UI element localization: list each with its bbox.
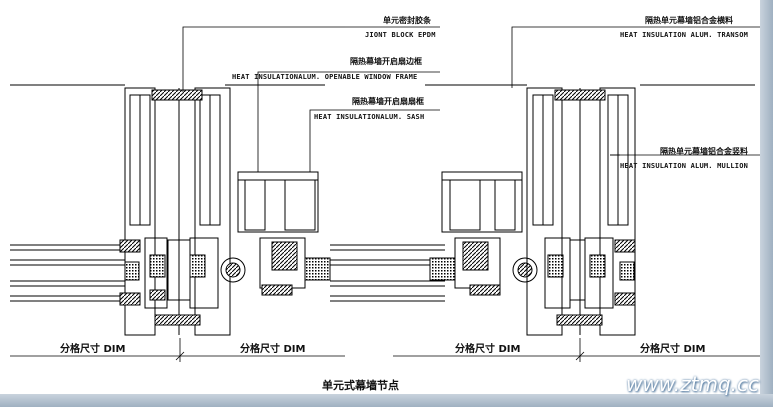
window-frame-right: [441, 171, 523, 233]
right-glass-pane: [330, 244, 445, 302]
left-mullion: [124, 87, 168, 336]
dimension-label-1: 分格尺寸 DIM: [60, 344, 126, 355]
sash: [220, 237, 331, 296]
frame-border-right: [760, 0, 773, 407]
label-opening-frame-en: HEAT INSULATIONALUM. OPENABLE WINDOW FRA…: [232, 73, 418, 81]
transom-right: [526, 87, 636, 336]
label-sash-en: HEAT INSULATIONALUM. SASH: [314, 113, 425, 121]
sash-right: [429, 237, 538, 296]
leader-lines: [182, 26, 760, 172]
dimension-lines: [10, 338, 760, 362]
label-sealing-block-cn: 单元密封胶条: [383, 16, 431, 25]
label-transom-en: HEAT INSULATION ALUM. TRANSOM: [620, 31, 749, 39]
label-sash-cn: 隔热幕墙开启扇扇框: [352, 97, 424, 106]
frame-border-bottom: [0, 394, 773, 407]
label-opening-frame-cn: 隔热幕墙开启扇边框: [350, 57, 422, 66]
dimension-label-3: 分格尺寸 DIM: [455, 344, 521, 355]
drawing-caption: 单元式幕墙节点: [322, 379, 399, 392]
right-mullion: [189, 87, 231, 336]
label-sealing-block-en: JIONT BLOCK EPDM: [365, 31, 436, 39]
dimension-label-2: 分格尺寸 DIM: [240, 344, 306, 355]
window-frame: [237, 171, 319, 233]
right-detail: [425, 84, 755, 336]
label-mullion-cn: 隔热单元幕墙铝合金竖料: [660, 147, 748, 156]
left-detail: [10, 84, 445, 336]
label-transom-cn: 隔热单元幕墙铝合金横料: [645, 16, 733, 25]
watermark: www.ztmq.cc: [626, 372, 760, 396]
dimension-label-4: 分格尺寸 DIM: [640, 344, 706, 355]
label-mullion-en: HEAT INSULATION ALUM. MULLION: [620, 162, 749, 170]
left-glass-pane: [10, 244, 125, 302]
